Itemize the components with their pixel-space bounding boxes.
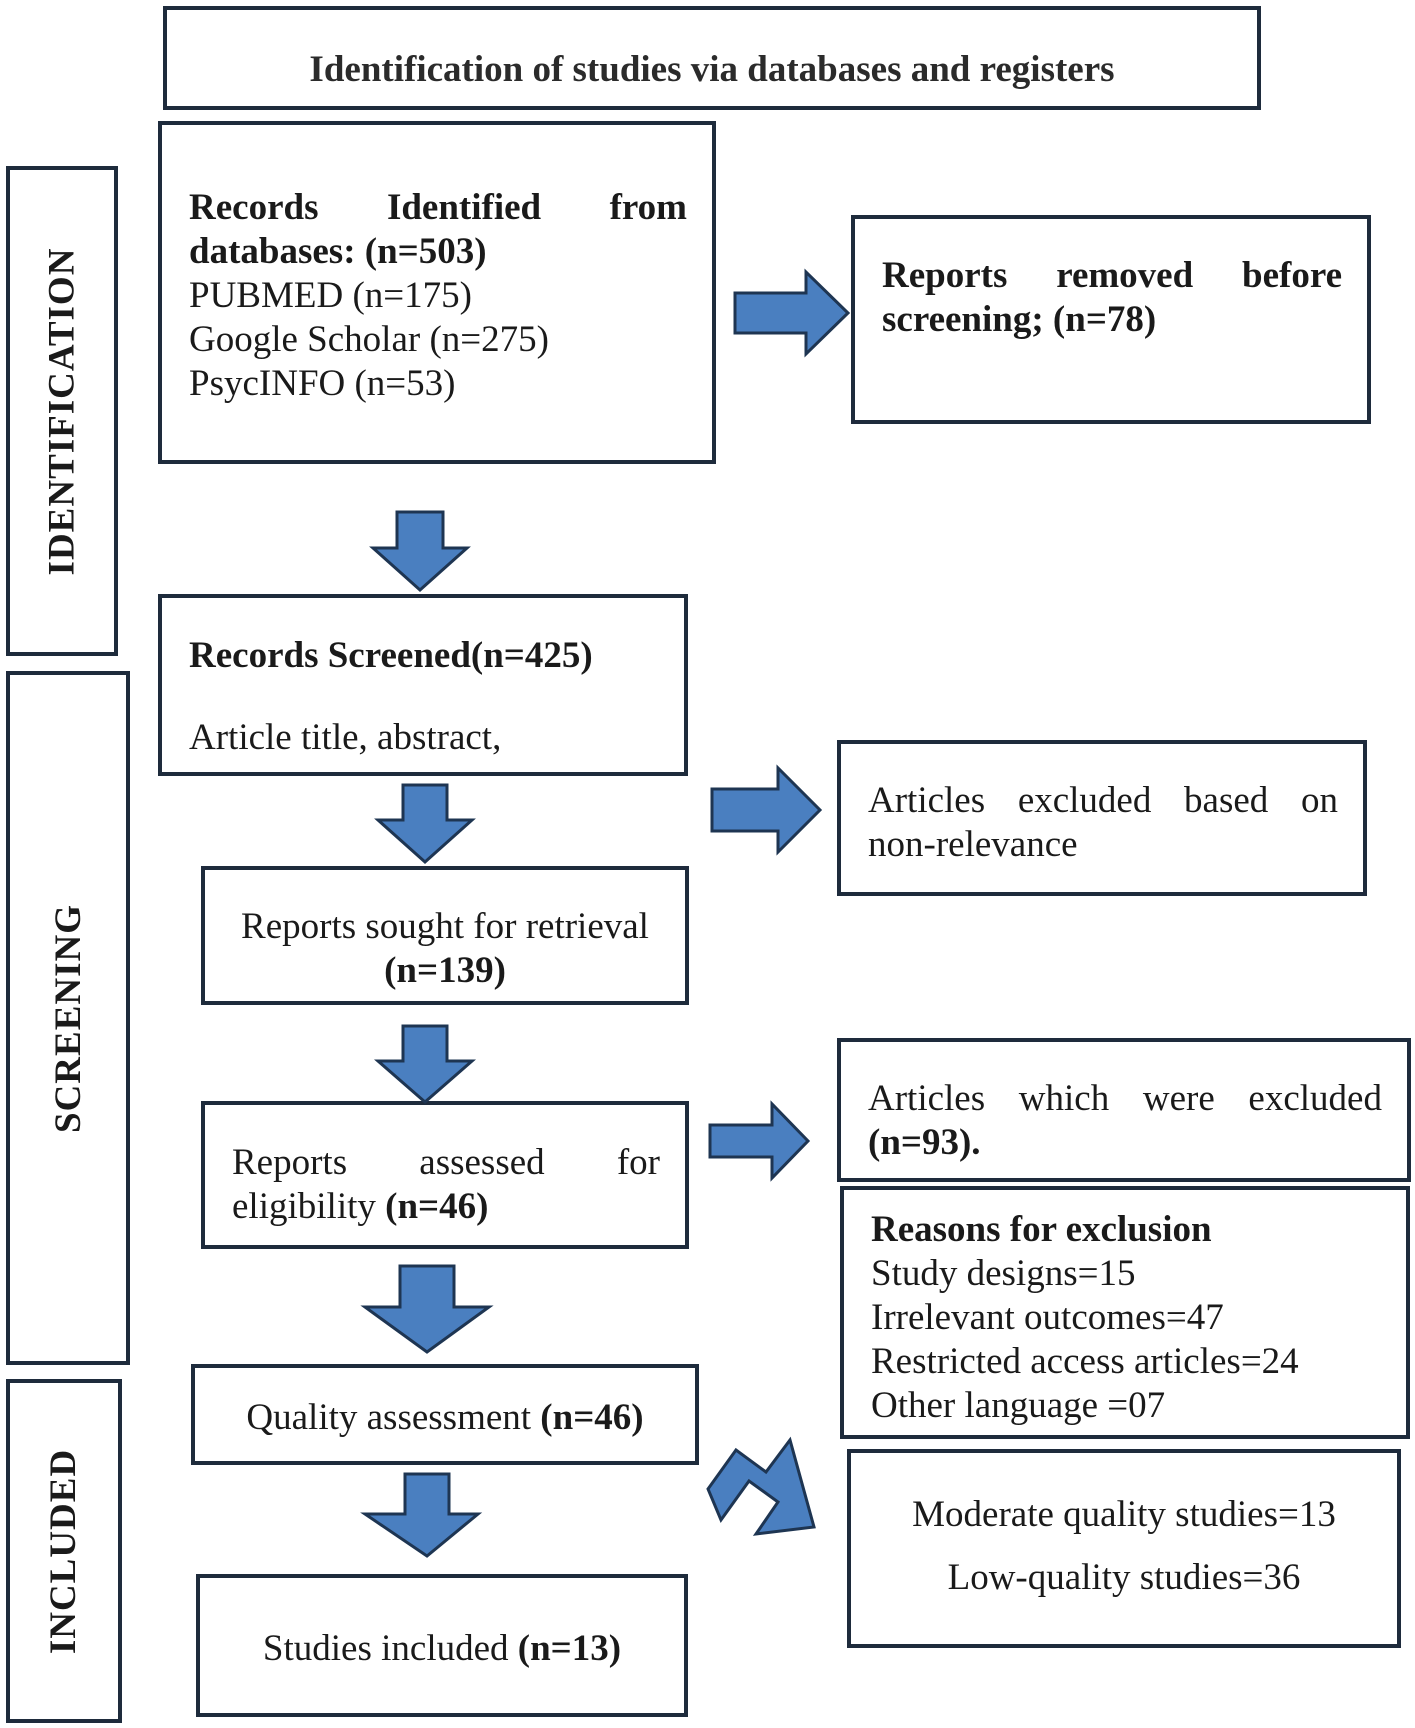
source-pubmed: PUBMED (n=175) <box>189 275 472 316</box>
quality-assessment-text: Quality assessment <box>246 1397 541 1438</box>
records-screened-subtitle: Article title, abstract, <box>189 717 502 758</box>
reasons-box: Reasons for exclusion Study designs=15 I… <box>840 1186 1410 1439</box>
reports-removed-line2: screening; (n=78) <box>882 299 1157 340</box>
header-title: Identification of studies via databases … <box>309 49 1115 90</box>
excluded-articles-word2: which <box>1018 1078 1110 1119</box>
excluded-relevance-box: Articles excluded based on non-relevance <box>837 740 1367 896</box>
excluded-relevance-text: non-relevance <box>868 824 1078 865</box>
reports-removed-line1: Reports removed before <box>882 254 1342 298</box>
excluded-relevance-line1: Articles excluded based on <box>868 779 1338 823</box>
arrow-down-assessed-to-quality <box>360 1264 494 1354</box>
reason-other-language: Other language =07 <box>871 1385 1166 1426</box>
excluded-relevance-word4: on <box>1300 780 1338 821</box>
quality-moderate: Moderate quality studies=13 <box>912 1494 1336 1535</box>
reports-assessed-word2: assessed <box>419 1142 545 1183</box>
phase-screening: SCREENING <box>6 671 130 1365</box>
reports-removed-word2: removed <box>1056 255 1194 296</box>
header-box: Identification of studies via databases … <box>163 6 1261 110</box>
quality-results-box: Moderate quality studies=13 Low-quality … <box>847 1449 1401 1648</box>
reports-assessed-word3: for <box>616 1142 660 1183</box>
arrow-down-quality-to-included <box>360 1472 483 1558</box>
reports-assessed-word1: Reports <box>232 1142 348 1183</box>
arrow-right-identified-to-removed <box>733 268 851 358</box>
reports-assessed-line1: Reports assessed for <box>232 1141 660 1185</box>
quality-low: Low-quality studies=36 <box>947 1557 1301 1598</box>
records-screened-box: Records Screened(n=425) Article title, a… <box>158 594 688 776</box>
records-identified-line1: Records Identified from <box>189 186 687 230</box>
excluded-articles-word1: Articles <box>868 1078 986 1119</box>
reasons-title: Reasons for exclusion <box>871 1209 1212 1250</box>
excluded-relevance-word3: based <box>1184 780 1269 821</box>
reason-irrelevant-outcomes: Irrelevant outcomes=47 <box>871 1297 1224 1338</box>
excluded-articles-line1: Articles which were excluded <box>868 1077 1382 1121</box>
excluded-relevance-word1: Articles <box>868 780 986 821</box>
arrow-down-sought-to-assessed <box>373 1024 477 1104</box>
reports-sought-box: Reports sought for retrieval (n=139) <box>201 866 689 1005</box>
records-identified-line2: databases: (n=503) <box>189 231 487 272</box>
records-identified-box: Records Identified from databases: (n=50… <box>158 121 716 464</box>
reports-assessed-box: Reports assessed for eligibility (n=46) <box>201 1101 689 1249</box>
studies-included-count: (n=13) <box>517 1628 622 1669</box>
quality-assessment-line: Quality assessment (n=46) <box>195 1396 695 1440</box>
arrow-down-screened-to-sought <box>374 783 476 865</box>
quality-assessment-count: (n=46) <box>540 1397 644 1438</box>
reports-assessed-line2: eligibility (n=46) <box>232 1185 488 1229</box>
reports-assessed-count: (n=46) <box>385 1186 489 1227</box>
studies-included-box: Studies included (n=13) <box>196 1574 688 1717</box>
reason-study-designs: Study designs=15 <box>871 1253 1136 1294</box>
records-identified-word1: Records <box>189 187 319 228</box>
source-google-scholar: Google Scholar (n=275) <box>189 319 549 360</box>
excluded-relevance-line2: non-relevance <box>868 823 1078 867</box>
arrow-right-screened-to-excluded <box>710 764 823 856</box>
arrow-diagonal-quality-to-results <box>706 1436 816 1536</box>
reports-sought-line1: Reports sought for retrieval <box>241 906 649 947</box>
reports-removed-word3: before <box>1242 255 1342 296</box>
records-identified-word3: from <box>609 187 687 228</box>
reason-restricted-access: Restricted access articles=24 <box>871 1341 1299 1382</box>
reports-sought-count: (n=139) <box>384 950 506 991</box>
quality-assessment-box: Quality assessment (n=46) <box>191 1364 699 1465</box>
studies-included-line: Studies included (n=13) <box>200 1627 684 1671</box>
arrow-down-identified-to-screened <box>369 510 471 593</box>
excluded-articles-count: (n=93). <box>868 1122 981 1163</box>
arrow-right-assessed-to-excluded <box>708 1100 811 1182</box>
reports-removed-word1: Reports <box>882 255 1008 296</box>
records-identified-word2: Identified <box>386 187 542 228</box>
records-screened-title: Records Screened(n=425) <box>189 635 593 676</box>
source-psycinfo: PsycINFO (n=53) <box>189 363 456 404</box>
reports-assessed-text: eligibility <box>232 1186 386 1227</box>
phase-included: INCLUDED <box>6 1379 122 1723</box>
phase-identification: IDENTIFICATION <box>6 166 118 656</box>
excluded-articles-word4: excluded <box>1248 1078 1382 1119</box>
excluded-articles-box: Articles which were excluded (n=93). <box>837 1038 1411 1182</box>
excluded-articles-word3: were <box>1142 1078 1215 1119</box>
studies-included-text: Studies included <box>262 1628 518 1669</box>
reports-removed-box: Reports removed before screening; (n=78) <box>851 215 1371 424</box>
excluded-relevance-word2: excluded <box>1017 780 1152 821</box>
